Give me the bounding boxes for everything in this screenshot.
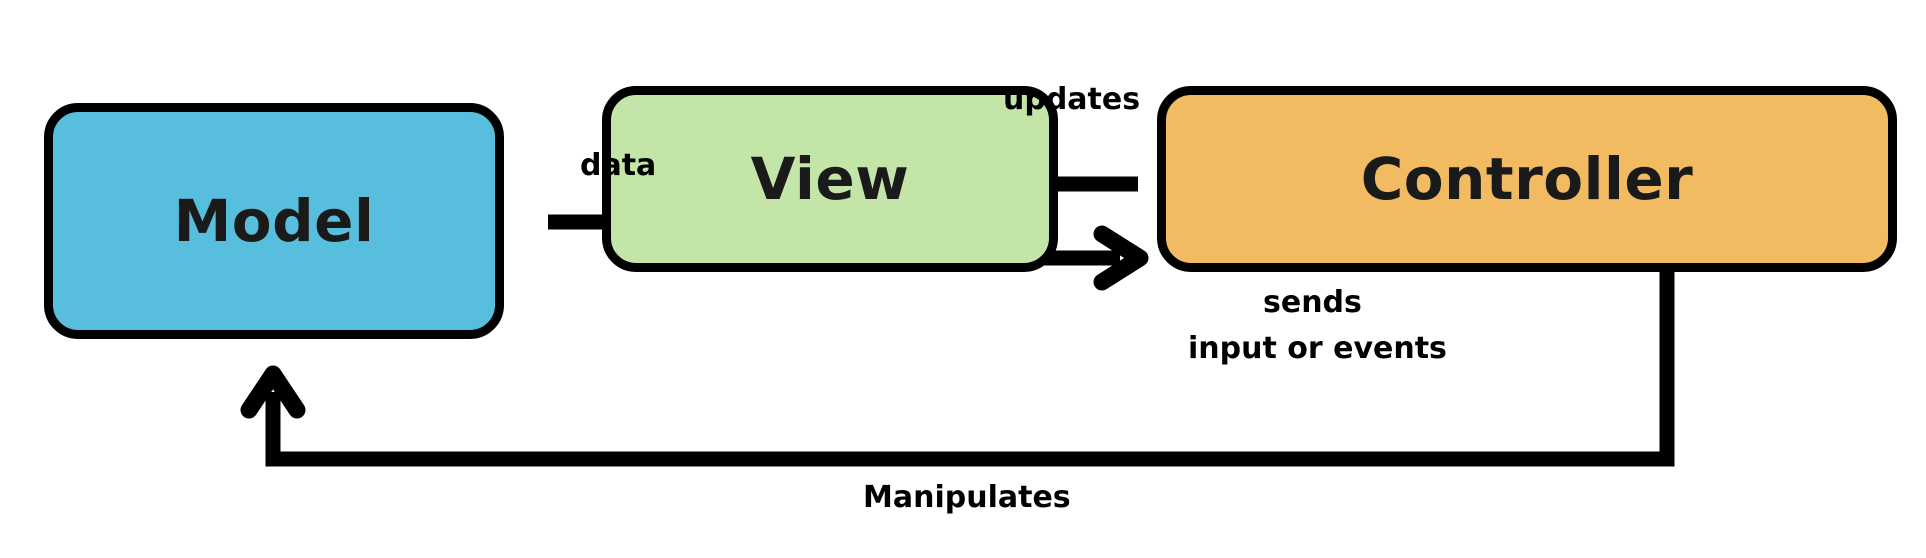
node-view-label: View <box>750 145 910 213</box>
edge-label-input-or-events: input or events <box>1188 331 1447 366</box>
edge-label-data: data <box>580 148 657 183</box>
edge-label-sends: sends <box>1263 285 1362 320</box>
node-controller[interactable]: Controller <box>1157 86 1897 272</box>
node-view[interactable]: View <box>602 86 1058 272</box>
edge-label-manipulates: Manipulates <box>863 480 1071 515</box>
node-model[interactable]: Model <box>44 103 504 339</box>
node-controller-label: Controller <box>1360 145 1694 213</box>
edge-label-updates: updates <box>1003 82 1141 117</box>
node-model-label: Model <box>173 187 375 255</box>
